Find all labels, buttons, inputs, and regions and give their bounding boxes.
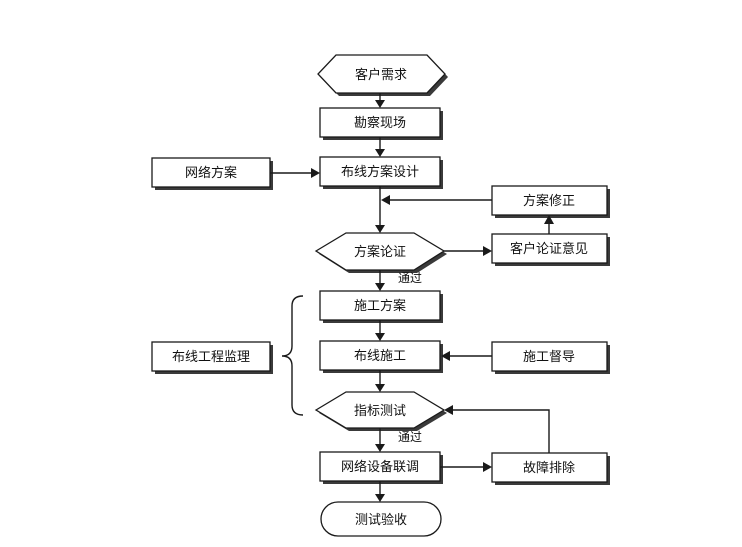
edge-construction-plan-to-construction — [375, 320, 385, 341]
node-index-test-label: 指标测试 — [354, 404, 406, 419]
node-troubleshooting-label: 故障排除 — [523, 461, 575, 476]
edge-integration-to-acceptance — [375, 481, 385, 502]
edge-label-review-pass: 通过 — [398, 271, 422, 285]
node-cabling-design-label: 布线方案设计 — [341, 164, 419, 180]
node-site-survey: 勘察现场 — [319, 107, 443, 140]
node-site-survey-label: 勘察现场 — [354, 116, 406, 131]
edge-integration-to-troubleshooting — [440, 462, 492, 472]
edge-oversight-to-construction — [441, 351, 492, 361]
node-network-integration: 网络设备联调 — [319, 451, 443, 484]
edge-label-test-pass: 通过 — [398, 430, 422, 444]
edge-survey-to-design — [375, 137, 385, 157]
node-acceptance-test-label: 测试验收 — [355, 512, 407, 528]
node-network-plan: 网络方案 — [151, 157, 273, 190]
node-supervision-label: 布线工程监理 — [172, 350, 250, 365]
edge-test-to-integration — [375, 428, 385, 452]
node-construction-plan: 施工方案 — [319, 290, 443, 323]
node-cabling-construction-label: 布线施工 — [354, 349, 406, 364]
supervision-brace — [281, 295, 304, 416]
node-customer-demand: 客户需求 — [317, 54, 448, 96]
edge-review-to-construction-plan — [375, 270, 385, 291]
edge-construction-to-test — [375, 370, 385, 392]
node-supervision: 布线工程监理 — [151, 341, 273, 374]
node-construction-plan-label: 施工方案 — [354, 298, 406, 314]
edge-feedback-to-revision — [544, 215, 554, 234]
node-customer-feedback-label: 客户论证意见 — [510, 241, 588, 257]
edge-troubleshooting-to-test — [444, 405, 550, 453]
node-network-integration-label: 网络设备联调 — [341, 459, 419, 475]
node-customer-demand-label: 客户需求 — [355, 67, 407, 83]
node-construction-oversight: 施工督导 — [491, 341, 610, 374]
edge-revision-to-design — [381, 195, 492, 205]
edge-design-to-review — [375, 186, 385, 233]
edge-demand-to-survey — [375, 93, 385, 108]
node-plan-revision: 方案修正 — [491, 185, 610, 218]
edge-network-plan-to-design — [270, 168, 320, 178]
node-acceptance-test: 测试验收 — [320, 501, 442, 537]
edge-review-to-feedback — [444, 246, 492, 256]
node-troubleshooting: 故障排除 — [491, 452, 610, 485]
node-plan-review-label: 方案论证 — [354, 244, 406, 260]
node-index-test: 指标测试 — [314, 391, 447, 431]
node-customer-feedback: 客户论证意见 — [491, 233, 610, 266]
node-cabling-construction: 布线施工 — [319, 340, 443, 373]
node-network-plan-label: 网络方案 — [185, 165, 237, 181]
node-plan-review: 方案论证 — [314, 232, 447, 273]
node-cabling-design: 布线方案设计 — [319, 156, 443, 189]
node-plan-revision-label: 方案修正 — [523, 193, 575, 209]
node-construction-oversight-label: 施工督导 — [523, 350, 575, 365]
